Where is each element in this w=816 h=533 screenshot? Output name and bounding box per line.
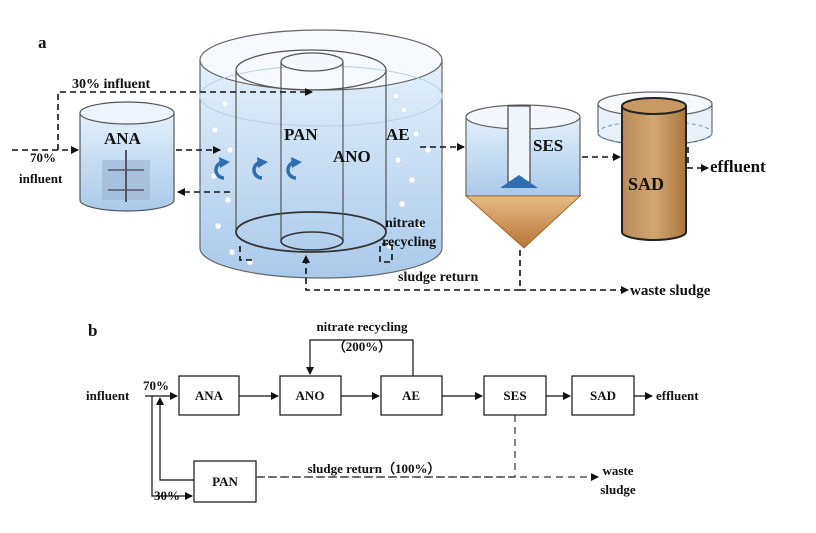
box-ano: [279, 375, 342, 416]
b-effluent-label: effluent: [656, 388, 699, 403]
box-ana-label: ANA: [195, 388, 224, 403]
ana-label: ANA: [104, 129, 142, 148]
sad-column: [597, 91, 713, 241]
box-sad: [571, 375, 635, 416]
main-reactor: [199, 29, 443, 279]
nitrate-recycling-loop: [379, 243, 393, 263]
effluent-label: effluent: [710, 157, 766, 176]
b-30-line: [151, 396, 193, 500]
b-waste-label-2: sludge: [600, 482, 636, 497]
b-sludge-return-label: sludge return（100%）: [307, 461, 440, 476]
ano-label: ANO: [333, 147, 371, 166]
sad-label: SAD: [628, 174, 664, 194]
box-ano-label: ANO: [296, 388, 325, 403]
b-pan-return: [156, 397, 194, 481]
effluent-arrow: [687, 147, 709, 172]
ae-label: AE: [386, 125, 410, 144]
panel-a-letter: a: [38, 33, 47, 52]
box-pan-label: PAN: [212, 474, 238, 489]
ses-settler: [464, 104, 582, 249]
ses-label: SES: [533, 136, 563, 155]
ana-tank: [79, 101, 175, 212]
box-pan: [193, 460, 257, 503]
box-ae-label: AE: [402, 388, 420, 403]
b-nitrate-loop: [306, 339, 414, 376]
box-ana: [178, 375, 240, 416]
b-nitrate-pct: （200%）: [333, 339, 392, 354]
b-waste-label-1: waste: [602, 463, 633, 478]
influent-70-word: influent: [19, 171, 63, 186]
influent-30-label: 30% influent: [72, 77, 151, 92]
panel-b-letter: b: [88, 321, 97, 340]
box-ae: [380, 375, 443, 416]
waste-sludge-label: waste sludge: [630, 283, 711, 299]
pan-return-loop: [239, 246, 254, 261]
b-70-label: 70%: [143, 378, 169, 393]
sludge-return-label: sludge return: [398, 270, 478, 285]
influent-70-pct: 70%: [30, 150, 56, 165]
sludge-return-arrow: [302, 250, 521, 291]
nitrate-label-1: nitrate: [385, 216, 425, 231]
pan-label: PAN: [284, 125, 318, 144]
box-ses-label: SES: [503, 388, 526, 403]
b-influent-label: influent: [86, 388, 130, 403]
b-nitrate-label: nitrate recycling: [316, 319, 408, 334]
nitrate-label-2: recycling: [382, 235, 436, 250]
box-sad-label: SAD: [590, 388, 616, 403]
b-30-label: 30%: [154, 488, 180, 503]
